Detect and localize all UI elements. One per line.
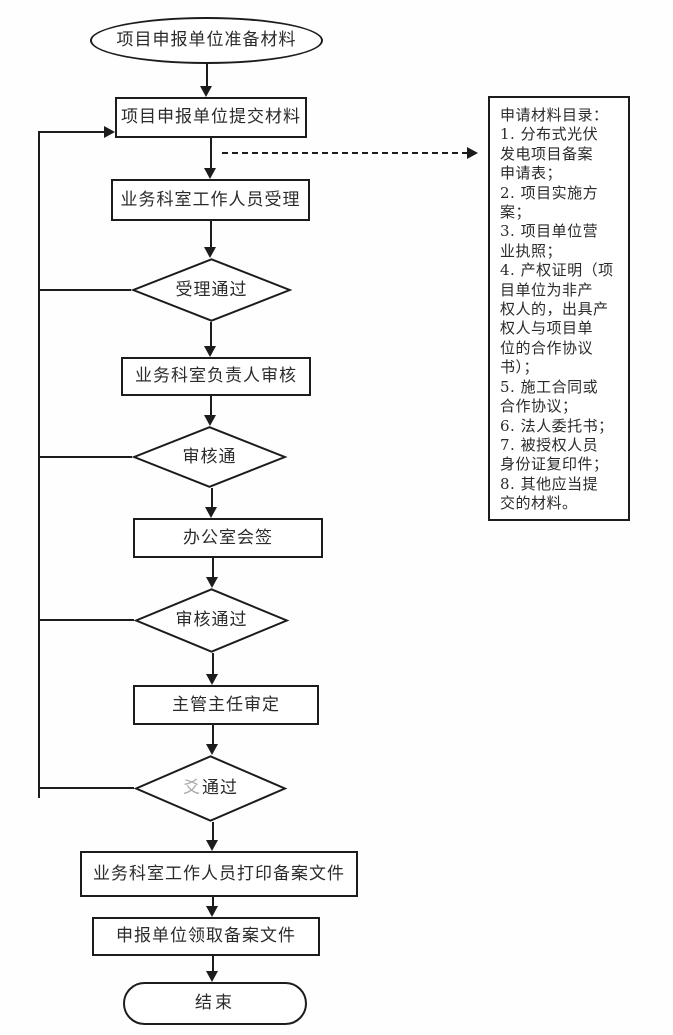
node-label: 结束 bbox=[195, 993, 235, 1014]
materials-line: 8. 其他应当提 bbox=[500, 474, 599, 493]
node-office-countersign: 办公室会签 bbox=[133, 518, 323, 558]
edge-print-to-receive bbox=[212, 897, 214, 909]
node-label: 办公室会签 bbox=[183, 527, 273, 548]
node-label: 申报单位领取备案文件 bbox=[116, 926, 296, 947]
materials-line: 业执照； bbox=[500, 241, 563, 260]
edge-countersign-to-decision3 bbox=[212, 558, 214, 580]
materials-line: 3. 项目单位营 bbox=[500, 222, 599, 241]
materials-line: 申请表； bbox=[500, 164, 563, 183]
node-label: 受理通过 bbox=[175, 279, 248, 300]
arrowhead-down-icon bbox=[204, 415, 216, 426]
edge-accept-to-decision1 bbox=[210, 221, 212, 250]
materials-line: 位的合作协议 bbox=[500, 338, 594, 357]
faded-character: 爻 bbox=[183, 778, 201, 799]
node-staff-acceptance: 业务科室工作人员受理 bbox=[111, 179, 310, 221]
arrowhead-down-icon bbox=[206, 906, 218, 917]
node-label: 项目申报单位准备材料 bbox=[116, 30, 297, 51]
edge-submit-to-accept bbox=[210, 138, 212, 170]
node-label: 项目申报单位提交材料 bbox=[121, 107, 301, 128]
materials-panel: 申请材料目录：1. 分布式光伏发电项目备案申请表；2. 项目实施方案；3. 项目… bbox=[488, 96, 630, 521]
feedback-from-decision3 bbox=[38, 619, 134, 621]
node-label: 爻通过 bbox=[179, 778, 242, 798]
edge-receive-to-end bbox=[212, 956, 214, 974]
edge-decision2-to-countersign bbox=[211, 488, 213, 510]
materials-line: 合作协议； bbox=[500, 397, 578, 416]
arrowhead-right-icon bbox=[467, 147, 478, 159]
materials-line: 5. 施工合同或 bbox=[500, 377, 599, 396]
arrowhead-down-icon bbox=[206, 674, 218, 685]
arrowhead-down-icon bbox=[204, 168, 216, 179]
node-decision-review2: 审核通过 bbox=[133, 588, 290, 653]
node-decision-final: 爻通过 bbox=[133, 755, 288, 822]
edge-decision3-to-approve bbox=[212, 653, 214, 677]
materials-panel-list: 申请材料目录：1. 分布式光伏发电项目备案申请表；2. 项目实施方案；3. 项目… bbox=[500, 106, 624, 514]
diamond-outline-icon bbox=[130, 258, 293, 322]
node-print-filing-documents: 业务科室工作人员打印备案文件 bbox=[80, 851, 358, 897]
node-end: 结束 bbox=[123, 982, 307, 1025]
materials-line: 身份证复印件； bbox=[500, 455, 609, 474]
feedback-from-decision1 bbox=[38, 289, 131, 291]
materials-line: 7. 被授权人员 bbox=[500, 435, 599, 454]
edge-approve-to-decision4 bbox=[212, 725, 214, 747]
node-decision-acceptance: 受理通过 bbox=[130, 258, 293, 322]
node-label: 业务科室负责人审核 bbox=[135, 366, 297, 387]
edge-decision4-to-print bbox=[212, 822, 214, 843]
materials-line: 1. 分布式光伏 bbox=[500, 125, 599, 144]
arrowhead-right-icon bbox=[104, 126, 115, 138]
materials-line: 交的材料。 bbox=[500, 494, 578, 513]
materials-line: 案； bbox=[500, 203, 532, 222]
arrowhead-down-icon bbox=[206, 744, 218, 755]
diamond-outline-icon bbox=[133, 755, 288, 822]
edge-decision1-to-review bbox=[210, 322, 212, 349]
diamond-outline-icon bbox=[133, 588, 290, 653]
node-decision-review1: 审核通 bbox=[131, 426, 288, 488]
materials-line: 权人与项目单 bbox=[500, 319, 594, 338]
materials-line: 申请材料目录： bbox=[500, 106, 609, 124]
node-receive-filing-documents: 申报单位领取备案文件 bbox=[92, 917, 320, 956]
node-label-text: 通过 bbox=[202, 778, 238, 799]
arrowhead-down-icon bbox=[204, 346, 216, 357]
feedback-from-decision4 bbox=[38, 787, 134, 789]
node-label: 主管主任审定 bbox=[172, 694, 280, 715]
materials-line: 6. 法人委托书； bbox=[500, 416, 614, 435]
dashed-connector bbox=[222, 152, 468, 154]
arrowhead-down-icon bbox=[206, 840, 218, 851]
node-label: 业务科室工作人员受理 bbox=[120, 189, 301, 210]
feedback-from-decision2 bbox=[38, 456, 132, 458]
node-label: 审核通 bbox=[182, 446, 237, 467]
materials-line: 书）； bbox=[500, 358, 540, 377]
arrowhead-down-icon bbox=[200, 86, 212, 97]
edge-start-to-submit bbox=[206, 64, 208, 88]
node-section-chief-review: 业务科室负责人审核 bbox=[121, 357, 311, 396]
node-label: 审核通过 bbox=[175, 610, 248, 631]
feedback-line-vertical bbox=[38, 131, 40, 798]
materials-line: 发电项目备案 bbox=[500, 144, 594, 163]
materials-line: 2. 项目实施方 bbox=[500, 183, 599, 202]
node-submit-materials: 项目申报单位提交材料 bbox=[115, 97, 307, 138]
arrowhead-down-icon bbox=[206, 577, 218, 588]
node-label: 业务科室工作人员打印备案文件 bbox=[93, 863, 345, 884]
diamond-outline-icon bbox=[131, 426, 288, 488]
arrowhead-down-icon bbox=[205, 507, 217, 518]
materials-line: 目单位为非产 bbox=[500, 280, 594, 299]
edge-review-to-decision2 bbox=[210, 396, 212, 418]
arrowhead-down-icon bbox=[204, 247, 216, 258]
materials-line: 4. 产权证明（项 bbox=[500, 261, 614, 280]
node-start: 项目申报单位准备材料 bbox=[90, 17, 323, 64]
materials-line: 权人的，出具产 bbox=[500, 300, 609, 319]
feedback-into-submit bbox=[38, 131, 106, 133]
arrowhead-down-icon bbox=[206, 971, 218, 982]
node-director-approval: 主管主任审定 bbox=[133, 685, 319, 725]
